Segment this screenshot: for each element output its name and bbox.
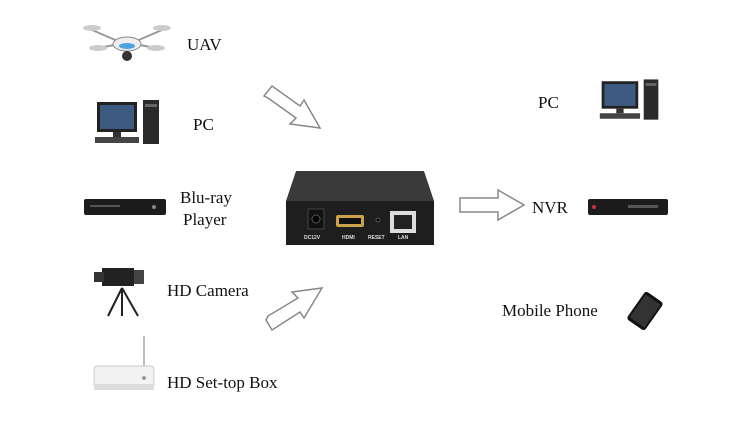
desktop-pc-icon	[95, 100, 159, 144]
drone-icon	[83, 25, 171, 61]
source-label-hd-camera: HD Camera	[167, 281, 249, 300]
bluray-player-icon	[84, 199, 166, 215]
desktop-pc-icon	[599, 79, 659, 120]
port-label-dc12v: DC12V	[304, 235, 321, 241]
source-label-uav: UAV	[187, 35, 222, 54]
source-label-set-top-box: HD Set-top Box	[167, 373, 278, 392]
source-label-pc: PC	[193, 115, 214, 134]
port-label-lan: LAN	[398, 235, 409, 241]
camera-icon	[94, 268, 144, 317]
arrow-in-top-icon	[262, 84, 322, 129]
encoder-device: DC12V HDMI RESET LAN	[284, 163, 436, 247]
port-label-reset: RESET	[368, 235, 385, 241]
arrow-in-bottom-icon	[265, 287, 324, 332]
port-label-hdmi: HDMI	[342, 235, 355, 241]
source-label-bluray-2: Player	[183, 210, 227, 229]
dest-label-nvr: NVR	[532, 198, 568, 217]
dest-label-mobile-phone: Mobile Phone	[502, 301, 598, 320]
source-label-bluray-1: Blu-ray	[180, 188, 232, 207]
set-top-box-icon	[93, 336, 155, 390]
arrow-out-icon	[459, 188, 526, 222]
dest-label-pc: PC	[538, 93, 559, 112]
nvr-icon	[588, 199, 668, 215]
mobile-phone-icon	[627, 291, 663, 331]
